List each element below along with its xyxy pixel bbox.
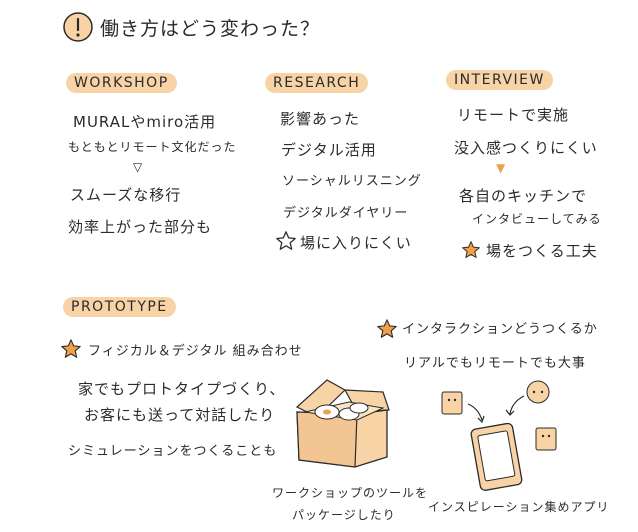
research-line5: 場に入りにくい (300, 234, 412, 252)
interview-line4: インタビューしてみる (472, 212, 602, 226)
interview-line5: 場をつくる工夫 (486, 242, 598, 260)
interview-label: INTERVIEW (446, 70, 553, 90)
exclaim-badge (62, 11, 94, 43)
interaction-line2: リアルでもリモートでも大事 (404, 356, 586, 371)
interaction-caption: インスピレーション集めアプリ (428, 500, 610, 514)
prototype-line1: フィジカル＆デジタル 組み合わせ (88, 344, 303, 359)
star-icon (377, 319, 397, 338)
star-icon (276, 231, 296, 250)
star-icon (462, 241, 480, 258)
research-line2: デジタル活用 (281, 141, 377, 159)
prototype-line3: お客にも送って対話したり (84, 406, 276, 424)
prototype-line4: シミュレーションをつくることも (68, 444, 278, 459)
interview-line2: 没入感つくりにくい (454, 139, 598, 157)
research-line4: デジタルダイヤリー (283, 206, 409, 221)
exclamation-circle-icon (63, 12, 93, 42)
prototype-line2: 家でもプロトタイプづくり、 (78, 380, 286, 398)
workshop-arrow: ▽ (133, 160, 144, 174)
research-line3: ソーシャルリスニング (282, 174, 422, 189)
page-title: 働き方はどう変わった？ (100, 18, 321, 40)
workshop-line3: スムーズな移行 (70, 186, 182, 204)
interview-line1: リモートで実施 (457, 106, 570, 124)
interaction-line1: インタラクションどうつくるか (402, 322, 598, 337)
interview-line3: 各自のキッチンで (459, 187, 588, 205)
prototype-label: PROTOTYPE (63, 297, 176, 317)
package-box-icon (295, 379, 390, 468)
prototype-caption1: ワークショップのツールを (272, 486, 429, 500)
star-icon (61, 339, 81, 358)
research-label: RESEARCH (265, 73, 369, 93)
workshop-line1: MURALやmiro活用 (73, 113, 217, 131)
workshop-label: WORKSHOP (66, 73, 177, 93)
smartphone-icon (441, 380, 557, 491)
workshop-line4: 効率上がった部分も (68, 218, 213, 236)
prototype-caption2: パッケージしたり (292, 508, 396, 522)
research-line1: 影響あった (280, 110, 361, 128)
interview-arrow: ▼ (496, 161, 507, 175)
workshop-line2: もともとリモート文化だった (68, 140, 237, 154)
